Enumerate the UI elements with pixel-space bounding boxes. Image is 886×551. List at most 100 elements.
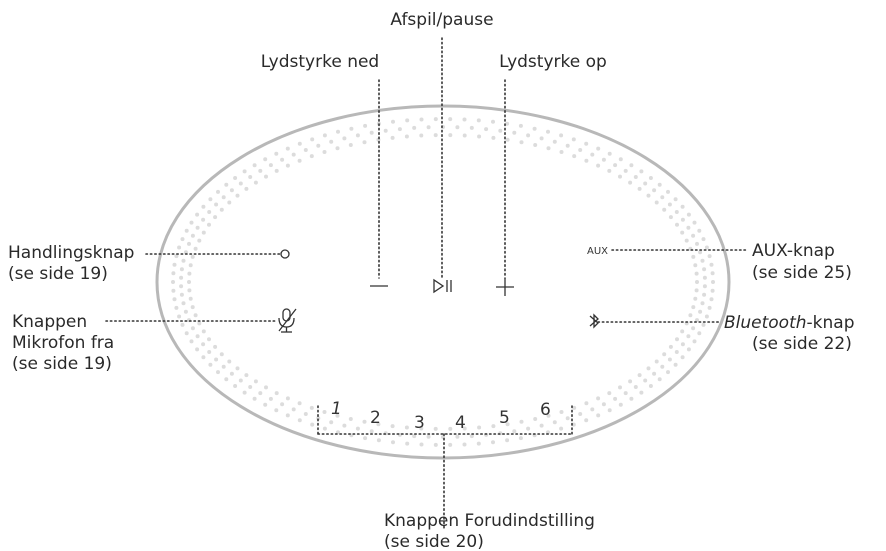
- ring-dot: [208, 197, 213, 202]
- ring-dot: [618, 174, 622, 179]
- ring-dot: [258, 391, 263, 396]
- ring-dot: [607, 168, 612, 173]
- ring-dot: [189, 220, 194, 225]
- ring-dot: [660, 195, 665, 200]
- bluetooth-button[interactable]: [589, 313, 599, 329]
- ring-dot: [533, 417, 538, 421]
- ring-dot: [322, 133, 327, 138]
- ring-dot: [174, 305, 179, 310]
- ring-dot: [179, 275, 184, 280]
- ring-dot: [335, 146, 340, 151]
- ring-dot: [303, 148, 308, 152]
- ring-dot: [668, 215, 673, 220]
- ring-dot: [618, 402, 623, 407]
- ring-dot: [349, 126, 354, 131]
- ring-dot: [187, 271, 192, 276]
- label-play-pause: Afspil/pause: [390, 10, 493, 30]
- ring-dot: [216, 370, 220, 375]
- ring-dot: [280, 402, 285, 407]
- play-pause-button[interactable]: [433, 278, 452, 294]
- ring-dot: [491, 440, 495, 445]
- volume-up-button[interactable]: [496, 278, 514, 296]
- ring-dot: [329, 139, 334, 144]
- ring-dot: [484, 127, 489, 132]
- ring-dot: [666, 370, 670, 375]
- ring-dot: [297, 158, 302, 163]
- ring-dot: [628, 379, 633, 384]
- ring-dot: [680, 204, 685, 209]
- ring-dot: [686, 334, 691, 339]
- ring-dot: [691, 326, 696, 331]
- ring-dot: [190, 326, 195, 331]
- ring-dot: [601, 402, 606, 407]
- ring-dot: [505, 422, 510, 427]
- ring-dot: [264, 385, 268, 390]
- label-bluetooth-rest: -knap: [807, 313, 855, 333]
- ring-dot: [419, 442, 424, 447]
- ring-dot: [369, 130, 374, 135]
- ring-dot: [607, 391, 612, 396]
- ring-dot: [666, 189, 670, 194]
- ring-dot: [195, 334, 200, 339]
- preset-2[interactable]: 2: [370, 408, 381, 428]
- ring-dot: [654, 200, 659, 205]
- ring-dot: [184, 228, 189, 233]
- ring-dot: [539, 423, 544, 428]
- ring-dot: [309, 154, 314, 159]
- ring-dot: [700, 258, 705, 263]
- label-action-line2: (se side 19): [8, 264, 108, 284]
- ring-dot: [539, 136, 544, 141]
- ring-dot: [613, 396, 618, 401]
- ring-dot: [390, 424, 395, 429]
- ring-dot: [171, 280, 175, 284]
- ring-dot: [207, 337, 211, 342]
- ring-dot: [648, 176, 653, 180]
- label-aux-line2: (se side 25): [752, 263, 852, 283]
- ring-dot: [572, 405, 577, 410]
- ring-dot: [274, 408, 279, 413]
- ring-dot: [179, 284, 184, 289]
- ring-dot: [652, 371, 657, 376]
- ring-dot: [680, 329, 685, 334]
- ring-dot: [702, 275, 707, 280]
- preset-6[interactable]: 6: [540, 400, 551, 420]
- ring-dot: [229, 371, 234, 376]
- speaker-outline: [155, 104, 731, 460]
- ring-dot: [369, 429, 374, 434]
- aux-button[interactable]: AUX: [587, 246, 608, 257]
- play-pause-icon: [433, 278, 452, 294]
- ring-dot: [297, 141, 302, 146]
- ring-dot: [462, 426, 467, 431]
- ring-dot: [686, 225, 691, 230]
- action-button[interactable]: [280, 249, 290, 259]
- label-aux-line1: AUX-knap: [752, 241, 835, 261]
- ring-dot: [692, 220, 697, 225]
- ring-dot: [448, 117, 453, 122]
- ring-dot: [702, 267, 707, 272]
- ring-dot: [376, 438, 381, 443]
- label-volume-up: Lydstyrke op: [499, 52, 607, 72]
- ring-dot: [448, 426, 453, 431]
- ring-dot: [637, 373, 642, 378]
- plus-icon: [496, 278, 514, 296]
- preset-3[interactable]: 3: [414, 413, 425, 433]
- ring-dot: [662, 207, 667, 212]
- ring-dot: [639, 169, 644, 174]
- mic-off-button[interactable]: [278, 308, 297, 333]
- label-preset-line1: Knappen Forudindstilling: [384, 511, 595, 531]
- ring-dot: [213, 215, 218, 220]
- ring-dot: [646, 366, 651, 371]
- ring-dot: [654, 359, 659, 364]
- ring-dot: [491, 135, 496, 140]
- label-mic-line1: Knappen: [12, 312, 87, 332]
- ring-dot: [491, 119, 495, 124]
- ring-dot: [512, 429, 517, 434]
- ring-dot: [309, 405, 314, 410]
- ring-dot: [633, 175, 638, 179]
- preset-1[interactable]: 1: [331, 399, 342, 419]
- preset-4[interactable]: 4: [455, 413, 466, 433]
- ring-dot: [673, 362, 678, 367]
- preset-5[interactable]: 5: [499, 408, 510, 428]
- ring-dot: [316, 143, 321, 148]
- ring-dot: [390, 135, 395, 140]
